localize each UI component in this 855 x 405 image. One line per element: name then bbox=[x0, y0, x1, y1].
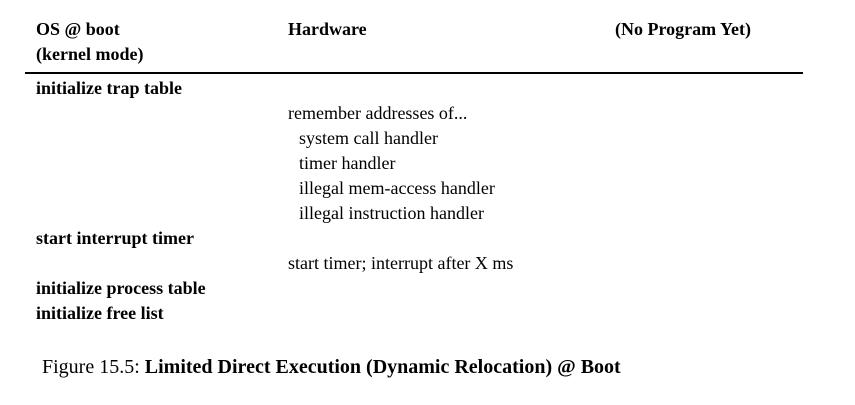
figure-caption-title: Limited Direct Execution (Dynamic Reloca… bbox=[144, 356, 621, 378]
hardware-action-cell bbox=[288, 276, 615, 301]
table-row: initialize process table bbox=[25, 276, 803, 301]
hardware-action-cell bbox=[288, 301, 615, 326]
program-cell bbox=[615, 76, 803, 101]
os-action-cell bbox=[25, 201, 288, 226]
table-header-row: OS @ boot (kernel mode) Hardware (No Pro… bbox=[25, 17, 803, 74]
os-action-cell bbox=[25, 151, 288, 176]
table-row: illegal mem-access handler bbox=[25, 176, 803, 201]
hardware-action-cell bbox=[288, 76, 615, 101]
hardware-action-cell: start timer; interrupt after X ms bbox=[288, 253, 514, 273]
table-row: system call handler bbox=[25, 126, 803, 151]
table-row: illegal instruction handler bbox=[25, 201, 803, 226]
os-action-cell bbox=[25, 176, 288, 201]
program-cell bbox=[615, 251, 803, 276]
program-cell bbox=[615, 126, 803, 151]
hardware-action-cell: illegal mem-access handler bbox=[299, 178, 495, 198]
table-row: initialize free list bbox=[25, 301, 803, 326]
column-header-os-line2: (kernel mode) bbox=[36, 44, 144, 64]
boot-sequence-table: OS @ boot (kernel mode) Hardware (No Pro… bbox=[25, 17, 803, 326]
hardware-action-cell: illegal instruction handler bbox=[299, 203, 484, 223]
column-header-program: (No Program Yet) bbox=[615, 19, 751, 39]
program-cell bbox=[615, 176, 803, 201]
hardware-action-cell: system call handler bbox=[299, 128, 438, 148]
figure-caption: Figure 15.5: Limited Direct Execution (D… bbox=[42, 354, 855, 380]
program-cell bbox=[615, 201, 803, 226]
os-action-cell bbox=[25, 126, 288, 151]
program-cell bbox=[615, 101, 803, 126]
table-row: remember addresses of... bbox=[25, 101, 803, 126]
os-action-cell: initialize process table bbox=[36, 278, 206, 298]
column-header-hardware: Hardware bbox=[288, 19, 367, 39]
os-action-cell: start interrupt timer bbox=[36, 228, 194, 248]
column-header-os-line1: OS @ boot bbox=[36, 19, 120, 39]
program-cell bbox=[615, 276, 803, 301]
os-action-cell bbox=[25, 101, 288, 126]
os-action-cell: initialize trap table bbox=[36, 78, 182, 98]
hardware-action-cell bbox=[288, 226, 615, 251]
hardware-action-cell: timer handler bbox=[299, 153, 396, 173]
program-cell bbox=[615, 151, 803, 176]
os-action-cell: initialize free list bbox=[36, 303, 164, 323]
hardware-action-cell: remember addresses of... bbox=[288, 103, 468, 123]
program-cell bbox=[615, 226, 803, 251]
column-header-os: OS @ boot (kernel mode) bbox=[25, 17, 288, 67]
table-row: start interrupt timer bbox=[25, 226, 803, 251]
table-body: initialize trap table remember addresses… bbox=[25, 74, 803, 326]
figure-caption-label: Figure 15.5: bbox=[42, 356, 140, 378]
table-row: initialize trap table bbox=[25, 76, 803, 101]
figure-container: OS @ boot (kernel mode) Hardware (No Pro… bbox=[25, 17, 855, 380]
table-row: start timer; interrupt after X ms bbox=[25, 251, 803, 276]
os-action-cell bbox=[25, 251, 288, 276]
program-cell bbox=[615, 301, 803, 326]
table-row: timer handler bbox=[25, 151, 803, 176]
